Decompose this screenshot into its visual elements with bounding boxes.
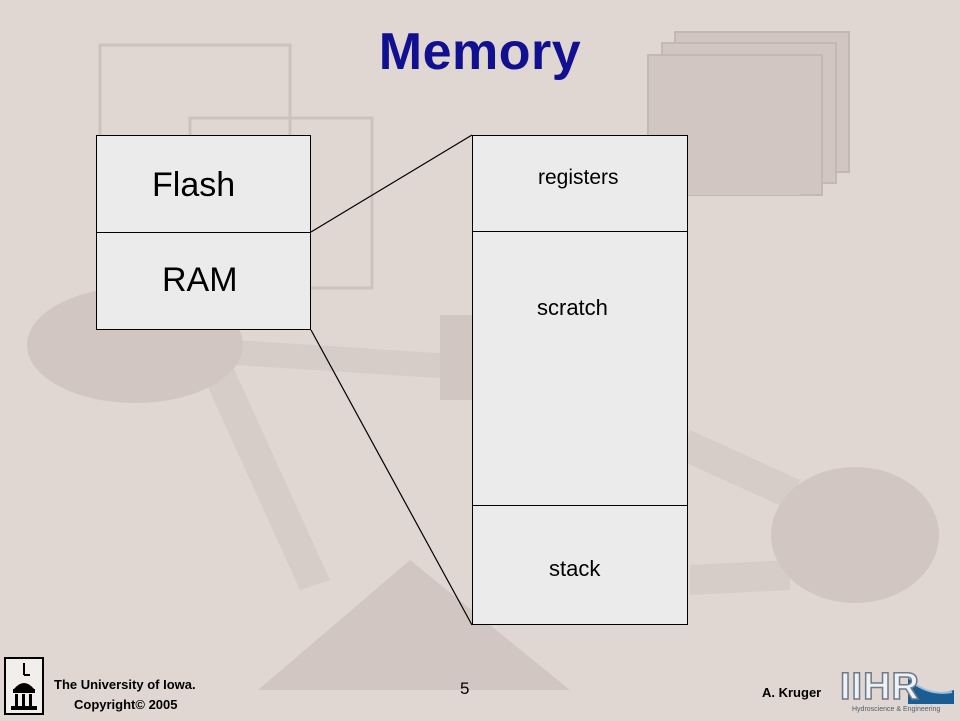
registers-label: registers	[538, 166, 619, 189]
ram-label: RAM	[162, 261, 238, 299]
stack-box: stack	[472, 505, 688, 625]
ram-box: RAM	[96, 232, 311, 330]
registers-box: registers	[472, 135, 688, 232]
slide-title: Memory	[378, 23, 582, 81]
flash-box: Flash	[96, 135, 311, 233]
logo-subtitle: Hydroscience & Engineering	[852, 706, 941, 713]
flash-label: Flash	[152, 166, 236, 204]
stack-label: stack	[549, 556, 601, 581]
iihr-logo: IIHR Hydroscience & Engineering	[838, 665, 954, 716]
copyright: Copyright© 2005	[74, 697, 178, 712]
university-name: The University of Iowa.	[54, 677, 196, 692]
scratch-label: scratch	[537, 295, 608, 320]
logo-text: IIHR	[839, 665, 920, 709]
university-icon	[4, 657, 44, 715]
author: A. Kruger	[762, 685, 822, 700]
page-number: 5	[460, 679, 470, 698]
scratch-box: scratch	[472, 231, 688, 506]
